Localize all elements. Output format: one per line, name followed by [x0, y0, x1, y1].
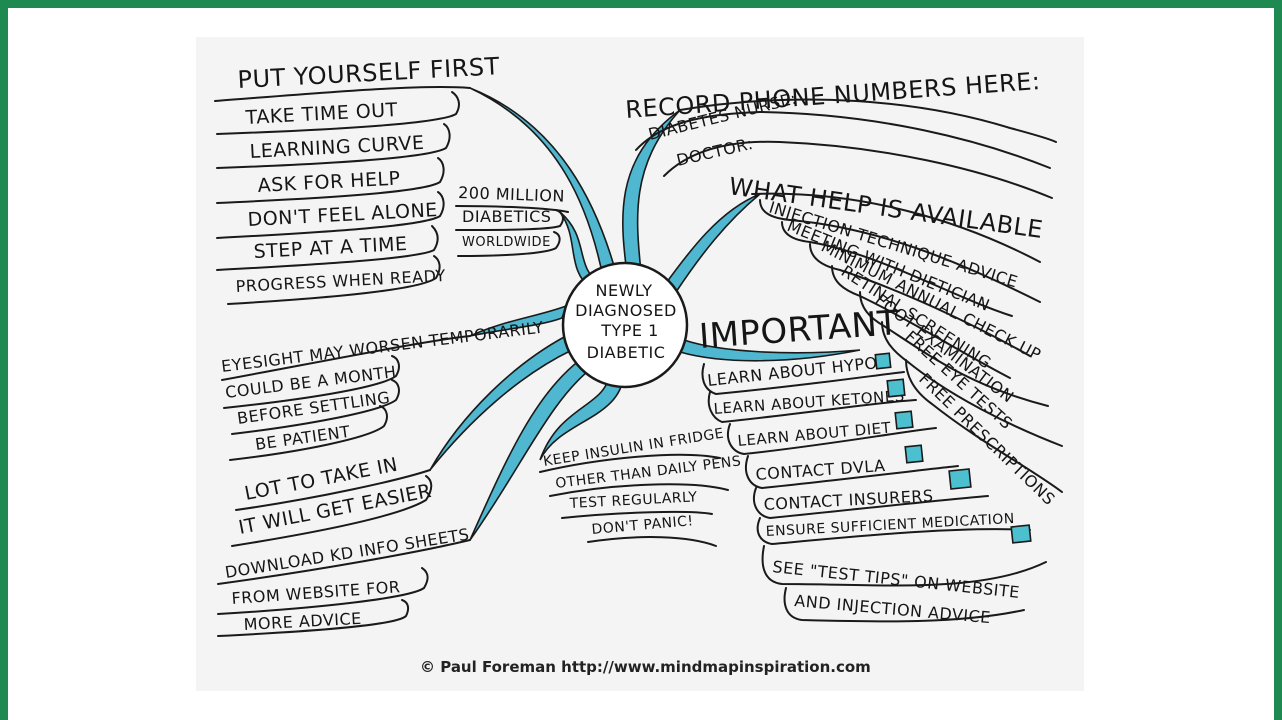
branch-insulin	[539, 371, 625, 461]
stat-branch: 200 MILLION DIABETICS WORLDWIDE	[455, 183, 569, 257]
record-branch: RECORD PHONE NUMBERS HERE: DIABETES NURS…	[624, 67, 1057, 199]
insulin-line-4: DON'T PANIC!	[591, 513, 694, 538]
important-title: IMPORTANT	[698, 303, 900, 357]
center-line-2: DIAGNOSED	[575, 301, 677, 320]
important-item-4: CONTACT DVLA	[755, 456, 886, 484]
stat-line-2: DIABETICS	[462, 207, 551, 226]
center-line-1: NEWLY	[596, 281, 653, 300]
record-item-2: DOCTOR:	[675, 134, 755, 170]
checkbox-2[interactable]	[886, 378, 906, 398]
stat-line-1: 200 MILLION	[458, 183, 565, 206]
put-item-1: TAKE TIME OUT	[244, 99, 398, 129]
center-line-4: DIABETIC	[587, 343, 666, 362]
insulin-line-3: TEST REGULARLY	[568, 489, 698, 512]
checkbox-3[interactable]	[894, 410, 914, 430]
put-item-4: DON'T FEEL ALONE	[247, 199, 438, 231]
download-line-2: FROM WEBSITE FOR	[231, 577, 401, 608]
checkbox-4[interactable]	[904, 444, 924, 464]
stat-line-3: WORLDWIDE	[462, 235, 551, 250]
checkbox-1[interactable]	[874, 352, 892, 370]
central-circle	[561, 261, 689, 389]
important-branch: IMPORTANT LEARN ABOUT HYPO's LEARN ABOUT…	[698, 303, 1047, 627]
credit-line: © Paul Foreman http://www.mindmapinspira…	[420, 658, 871, 676]
checkbox-6[interactable]	[1010, 524, 1032, 544]
insulin-branch: KEEP INSULIN IN FRIDGE OTHER THAN DAILY …	[539, 426, 742, 547]
lot-branch: LOT TO TAKE IN IT WILL GET EASIER	[231, 454, 433, 547]
central-node: NEWLY DIAGNOSED TYPE 1 DIABETIC	[561, 261, 689, 389]
checkbox-5[interactable]	[948, 468, 972, 490]
branch-what-help	[662, 193, 761, 294]
put-item-6: PROGRESS WHEN READY	[235, 266, 446, 296]
branch-important	[678, 338, 861, 362]
put-yourself-first-branch: PUT YOURSELF FIRST TAKE TIME OUT LEARNIN…	[214, 52, 500, 305]
center-line-3: TYPE 1	[600, 321, 659, 340]
